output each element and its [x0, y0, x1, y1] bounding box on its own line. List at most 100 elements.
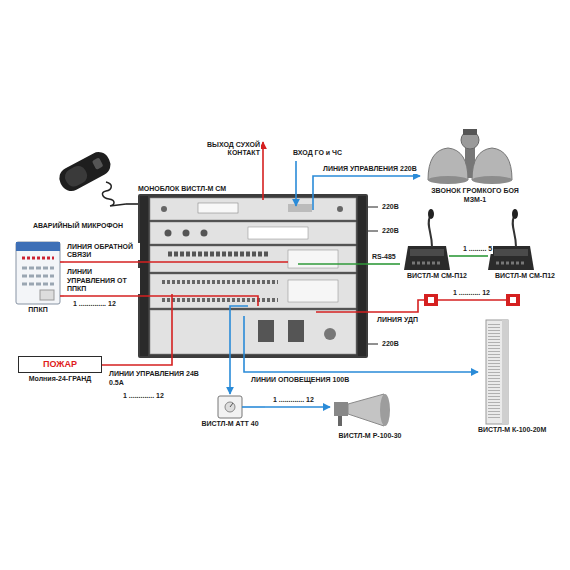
- horn-art: [334, 402, 348, 416]
- fire-panel-art: [60, 261, 64, 263]
- rack-art: [150, 274, 356, 308]
- rack-art: [358, 196, 366, 356]
- call-point-line: [368, 294, 520, 312]
- column-speaker-node: ВИСТЛ-М К-100-20М: [478, 318, 562, 435]
- console-art: [428, 209, 434, 219]
- connector-line: [474, 255, 488, 257]
- bell-art: [428, 176, 468, 184]
- fire-panel-art: [22, 275, 54, 278]
- horn-art: [380, 394, 390, 426]
- picture-space: [488, 210, 562, 272]
- device-label: ППКП: [12, 306, 64, 315]
- connector-line: [64, 261, 138, 263]
- fire-panel-art: [22, 257, 54, 260]
- power-leads: [368, 207, 378, 208]
- rack-art: [288, 320, 304, 342]
- console-art: [404, 246, 450, 270]
- rack-art: [298, 263, 368, 265]
- line-label: RS-485: [371, 253, 397, 262]
- power-leads: [368, 231, 378, 232]
- rack-heading: МОНОБЛОК ВИСТЛ-М СМ: [138, 183, 368, 194]
- line-label: ЛИНИЯ ОБРАТНОЙ СВЯЗИ: [66, 243, 140, 261]
- rack-art: [258, 320, 274, 342]
- connector-line: [265, 406, 330, 408]
- device-label: ВИСТЛ-М СМ-П12: [488, 272, 562, 281]
- column-speaker-art: [486, 320, 508, 424]
- column-speaker-art: [488, 324, 500, 420]
- device-label: ВИСТЛ-М СМ-П12: [400, 272, 474, 281]
- rack-art: [316, 311, 368, 313]
- fire-panel-art: [16, 242, 60, 251]
- line-label: ЛИНИЯ УПРАВЛЕНИЯ 220В: [322, 165, 418, 174]
- rack-art: [168, 252, 268, 257]
- console-art: [494, 249, 528, 256]
- annotation-label: 1 .............. 12: [72, 300, 117, 309]
- rack-art: [165, 230, 172, 237]
- rack-art: [162, 280, 278, 284]
- rack-art: [288, 204, 312, 212]
- power-leads: [368, 344, 378, 345]
- fire-panel-art: [60, 295, 64, 297]
- picture-space: [12, 240, 64, 306]
- annotation-label: 220В: [381, 340, 400, 349]
- bell-art: [463, 129, 477, 135]
- console-art: [410, 249, 444, 256]
- signal-arrows: [312, 183, 314, 198]
- rack-art: [312, 198, 314, 210]
- signal-arrows: [295, 161, 297, 206]
- console-art: [512, 209, 518, 219]
- console-art: [404, 209, 474, 270]
- microphone-art: [55, 148, 114, 195]
- fire-panel-art: [16, 242, 64, 304]
- connector-line: [64, 295, 138, 297]
- microphone-art: [92, 157, 104, 170]
- fire-panel-art: [22, 267, 54, 270]
- picture-space: [195, 394, 265, 420]
- line-label: ЛИНИИ УПРАВЛЕНИЯ ОТ ППКП: [66, 268, 140, 294]
- rack-art: [171, 294, 173, 358]
- rack-art: [288, 250, 338, 268]
- call-point-line: [438, 299, 506, 301]
- annotation-label: 1 ............. 12: [122, 392, 165, 401]
- microphone-node: АВАРИЙНЫЙ МИКРОФОН: [30, 150, 126, 231]
- attenuator-art: [242, 406, 265, 408]
- rack-art: [337, 206, 343, 212]
- rack-art: [288, 280, 338, 302]
- fire-panel-art: [16, 242, 60, 304]
- call-point-line: [506, 294, 520, 306]
- microphone-art: [62, 163, 90, 189]
- device-label: ЗВОНОК ГРОМКОГО БОЯ МЗМ-1: [420, 187, 530, 205]
- rack-art: [248, 227, 308, 239]
- annotation-label: 220В: [381, 203, 400, 212]
- device-label: ВИСТЛ-М Р-100-30: [330, 432, 410, 441]
- console-art: [488, 209, 534, 270]
- device-label: ВИСТЛ-М К-100-20М: [478, 426, 562, 435]
- line-label: 1 ............. 12: [272, 396, 315, 405]
- connector-line: [313, 176, 420, 183]
- rack-art: [161, 206, 167, 212]
- call-point-line: [424, 294, 438, 306]
- horn-art: [338, 416, 342, 426]
- rack-art: [138, 296, 258, 306]
- rack-art: [150, 246, 356, 272]
- rack-art: [138, 261, 288, 263]
- microphone-art: [55, 148, 126, 206]
- annotation-label: ЛИНИЯ УДП: [376, 316, 419, 325]
- line-label: ЛИНИИ УПРАВЛЕНИЯ 24В 0.5А: [108, 370, 206, 388]
- rack-art: [201, 230, 208, 237]
- annotation-label: ВХОД ГО и ЧС: [292, 149, 343, 158]
- console-art: [496, 262, 526, 265]
- connector-line: [244, 358, 478, 372]
- microphone-art: [102, 182, 126, 206]
- fire-panel-art: [22, 283, 54, 286]
- attenuator-node: ВИСТЛ-М АТТ 40: [195, 394, 265, 429]
- horn-art: [334, 394, 390, 426]
- call-point-line: [510, 297, 516, 303]
- console-art: [488, 246, 534, 270]
- console-art: [449, 255, 474, 257]
- call-point-line: [428, 297, 434, 303]
- picture-space: [330, 392, 410, 432]
- attenuator-art: [230, 403, 233, 407]
- fire-panel-art: [40, 290, 54, 300]
